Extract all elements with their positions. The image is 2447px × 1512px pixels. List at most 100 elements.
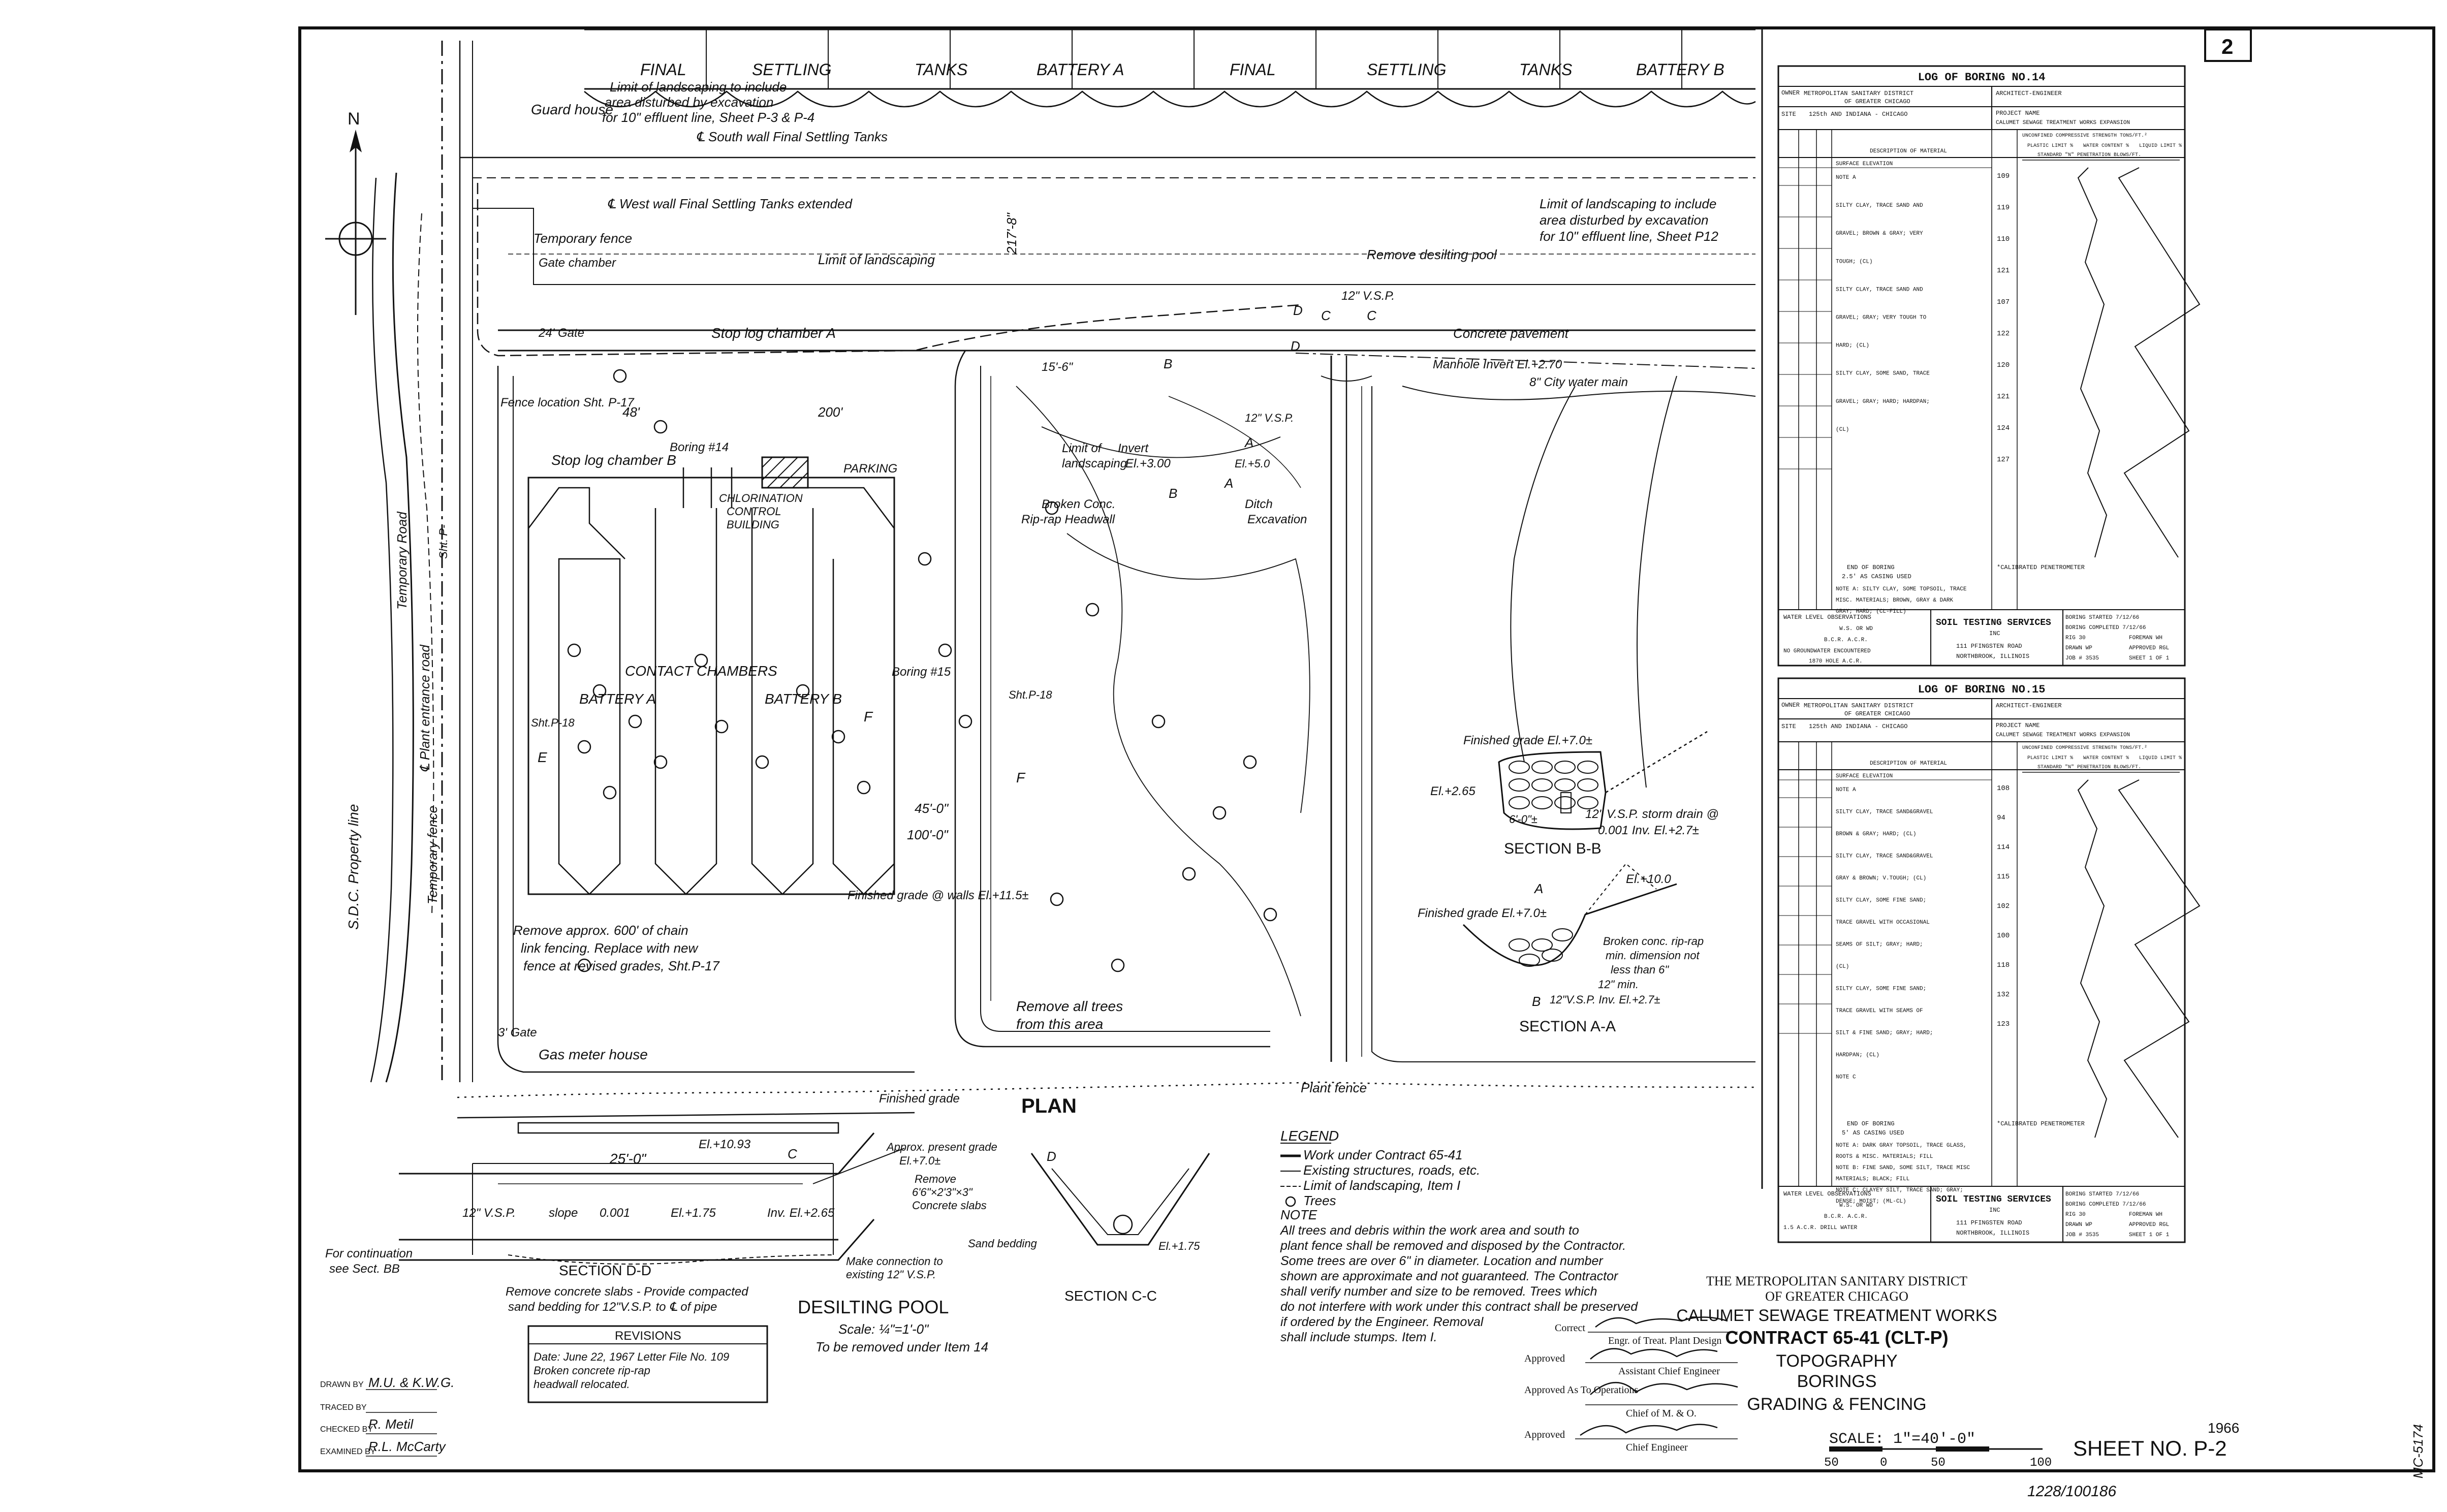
plan-note: BUILDING <box>727 518 779 531</box>
boring-description: GRAY & BROWN; V.TOUGH; (CL) <box>1836 875 1926 881</box>
boring-value: 123 <box>1997 1020 2010 1028</box>
note-line: shall verify number and size to be remov… <box>1280 1284 1597 1299</box>
boring-value: 122 <box>1997 330 2010 338</box>
boring-rig: 1870 HOLE A.C.R. <box>1809 658 1863 665</box>
boring-description: SILTY CLAY, TRACE SAND&GRAVEL <box>1836 809 1933 815</box>
plan-note: Remove approx. 600' of chain <box>513 923 688 938</box>
plan-note: Limit of <box>1062 442 1103 455</box>
plan-note: Rip-rap Headwall <box>1021 513 1115 526</box>
approval-title: Engr. of Treat. Plant Design <box>1608 1335 1721 1346</box>
plan-note: A <box>1244 435 1253 450</box>
boring-strength-header: UNCONFINED COMPRESSIVE STRENGTH TONS/FT.… <box>2022 745 2147 751</box>
boring-end: 5' AS CASING USED <box>1842 1129 1904 1137</box>
plan-note: Gas meter house <box>539 1047 648 1062</box>
boring-description: NOTE A <box>1836 175 1856 181</box>
boring-value: 114 <box>1997 843 2010 852</box>
boring-water: WATER CONTENT % <box>2083 755 2129 761</box>
desilting-note: 12" V.S.P. <box>462 1206 516 1220</box>
legend-item: Work under Contract 65-41 <box>1303 1147 1463 1162</box>
boring-approved: APPROVED RGL <box>2129 1222 2169 1228</box>
boring-value: 108 <box>1997 784 2010 793</box>
scale-tick: 50 <box>1824 1456 1839 1470</box>
boring-company: SOIL TESTING SERVICES <box>1936 618 2051 628</box>
signature-mark <box>1595 1316 1728 1328</box>
boring-approved: APPROVED RGL <box>2129 645 2169 651</box>
tank-label: SETTLING <box>1367 60 1446 79</box>
boring-value: 94 <box>1997 814 2005 822</box>
tank-label: BATTERY B <box>1636 60 1724 79</box>
boring-ws: W.S. OR WD <box>1839 1203 1873 1209</box>
tree-icon <box>1285 1196 1296 1207</box>
plan-note: Plant fence <box>1301 1080 1367 1095</box>
tank-label: TANKS <box>1519 60 1572 79</box>
trees <box>567 369 1277 972</box>
desilting-note: Make connection to <box>846 1255 943 1268</box>
note-line: plant fence shall be removed and dispose… <box>1280 1239 1626 1253</box>
boring-water: WATER CONTENT % <box>2083 143 2129 149</box>
plan-note: F <box>864 709 873 724</box>
plan-note: Finished grade @ walls El.+11.5± <box>848 889 1029 902</box>
boring-description: HARD; (CL) <box>1836 343 1869 349</box>
scale-tick: 100 <box>2030 1456 2052 1470</box>
boring-title: LOG OF BORING NO.15 <box>1918 683 2046 696</box>
boring-rig-no: RIG 30 <box>2065 635 2086 641</box>
topic-line: GRADING & FENCING <box>1747 1395 1926 1414</box>
legend-item: Limit of landscaping, Item I <box>1303 1178 1460 1193</box>
boring-value: 119 <box>1997 204 2010 212</box>
scale-label: SCALE: 1"=40'-0" <box>1829 1431 1975 1448</box>
boring-description: NOTE A <box>1836 787 1856 793</box>
boring-project-label: PROJECT NAME <box>1996 110 2040 117</box>
plan-note: 100'-0" <box>907 827 949 842</box>
drawn-value: R. Metil <box>368 1416 414 1432</box>
section-aa-label: A <box>1533 881 1543 896</box>
plan-note: 200' <box>818 404 843 420</box>
desilting-label: C <box>788 1146 797 1161</box>
note-line: if ordered by the Engineer. Removal <box>1280 1315 1484 1329</box>
boring-surface: SURFACE ELEVATION <box>1836 773 1893 779</box>
section-aa: Finished grade El.+7.0± El.+10.0 Broken … <box>1418 863 1704 1035</box>
boring-surface: SURFACE ELEVATION <box>1836 161 1893 167</box>
plan-note: Sht.P-18 <box>531 716 575 729</box>
plan-note: D <box>1291 338 1300 354</box>
approval-label: Correct <box>1555 1322 1585 1334</box>
section-aa-note: Broken conc. rip-rap <box>1603 935 1704 948</box>
boring-description: SILT & FINE SAND; GRAY; HARD; <box>1836 1030 1933 1036</box>
boring-plastic: PLASTIC LIMIT % <box>2027 143 2073 149</box>
north-arrow: N <box>325 109 386 315</box>
plan-note: Guard house <box>531 102 613 117</box>
plan-note: Stop log chamber B <box>551 452 676 468</box>
boring-started: BORING STARTED 7/12/66 <box>2065 615 2139 621</box>
approval-title: Assistant Chief Engineer <box>1618 1366 1720 1377</box>
desilting-note: Remove concrete slabs - Provide compacte… <box>506 1285 748 1299</box>
plan-note: Stop log chamber A <box>711 325 836 341</box>
section-aa-note: Finished grade El.+7.0± <box>1418 906 1547 920</box>
boring-end: END OF BORING <box>1847 564 1895 571</box>
tank-label: BATTERY A <box>1037 60 1124 79</box>
boring-ws: W.S. OR WD <box>1839 626 1873 632</box>
plan-note: D <box>1293 303 1303 318</box>
boring-address: NORTHBROOK, ILLINOIS <box>1956 1230 2029 1237</box>
boring-owner-label: OWNER <box>1781 702 1800 709</box>
plan-note: Temporary fence <box>534 231 632 246</box>
boring-drawn: DRAWN WP <box>2065 1222 2092 1228</box>
boring-water-level: WATER LEVEL OBSERVATIONS <box>1783 1190 1871 1198</box>
boring-note: NOTE B: FINE SAND, SOME SILT, TRACE MISC <box>1836 1165 1970 1171</box>
plan-note: 15'-6" <box>1042 360 1074 374</box>
boring-desc-header: DESCRIPTION OF MATERIAL <box>1870 148 1947 154</box>
boring-description: TRACE GRAVEL WITH SEAMS OF <box>1836 1008 1923 1014</box>
plan-note: Gate chamber <box>539 256 616 270</box>
boring-owner: METROPOLITAN SANITARY DISTRICT <box>1804 90 1913 97</box>
plan-note: Limit of landscaping <box>818 252 935 267</box>
boring-value: 118 <box>1997 961 2010 969</box>
plan-note: F <box>1016 770 1026 785</box>
drawn-label: EXAMINED BY <box>320 1447 376 1456</box>
boring-address: NORTHBROOK, ILLINOIS <box>1956 653 2029 660</box>
plan-note: 3' Gate <box>498 1026 537 1040</box>
desilting-note: SECTION D-D <box>559 1263 651 1278</box>
desilting-note: For continuation <box>325 1247 413 1261</box>
boring-note: MATERIALS; BLACK; FILL <box>1836 1176 1909 1182</box>
boring-owner: OF GREATER CHICAGO <box>1844 710 1910 717</box>
desilting-note: sand bedding for 12"V.S.P. to ℄ of pipe <box>508 1300 717 1314</box>
boring-plastic: PLASTIC LIMIT % <box>2027 755 2073 761</box>
